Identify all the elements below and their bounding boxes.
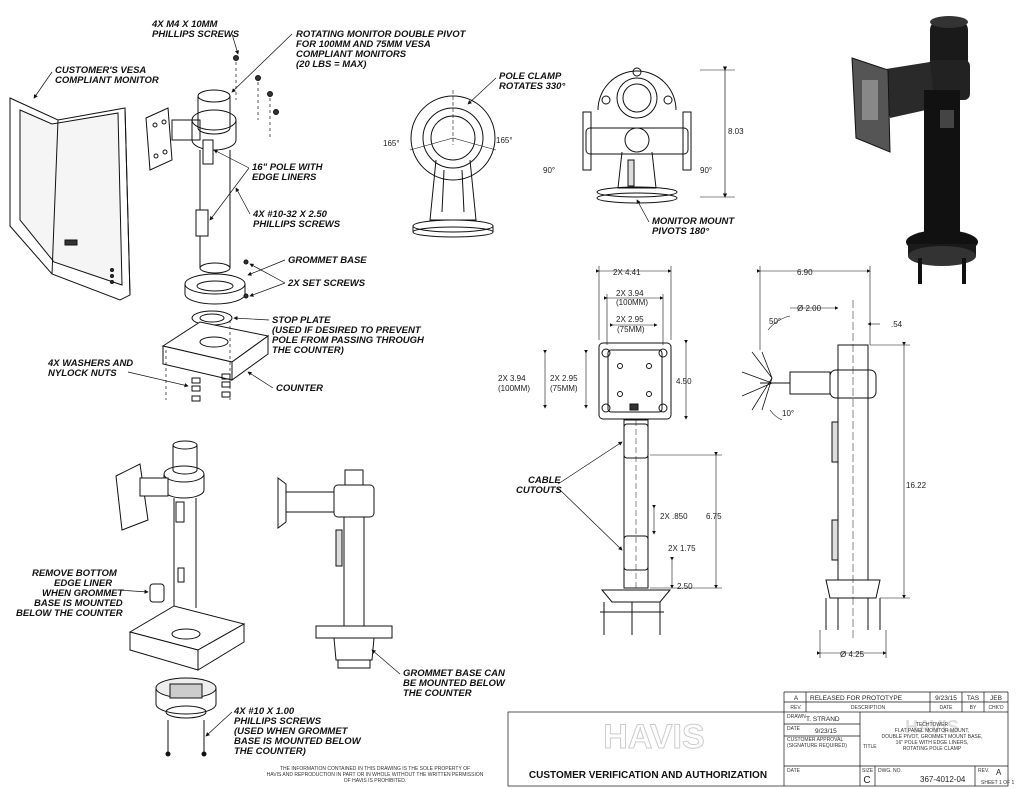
sheet-number: SHEET 1 OF 1 bbox=[981, 780, 1014, 786]
havis-logo-small: HAVIS bbox=[905, 717, 959, 737]
dim-height-1622: 16.22 bbox=[906, 481, 927, 490]
date-header: DATE bbox=[940, 705, 954, 711]
by-header: BY bbox=[970, 705, 977, 711]
front-orthographic-dims bbox=[543, 266, 722, 589]
dim-width-394: 2X 3.94 bbox=[616, 289, 644, 298]
side-orthographic-dims bbox=[757, 266, 910, 658]
title-block bbox=[507, 691, 1009, 787]
rev-date: 9/23/15 bbox=[935, 695, 957, 702]
assembled-iso-view bbox=[115, 440, 246, 671]
rev-value: A bbox=[794, 695, 799, 702]
approval-date-label: DATE bbox=[787, 768, 801, 774]
side-orthographic-view bbox=[741, 300, 881, 640]
front-orthographic-dim-labels: 2X 4.41 2X 3.94 (100MM) 2X 2.95 (75MM) 2… bbox=[498, 268, 722, 591]
isometric-render bbox=[851, 16, 978, 284]
rev-by: TAS bbox=[967, 695, 980, 702]
exploded-assembly-view bbox=[9, 55, 279, 402]
washers-nuts bbox=[191, 373, 231, 402]
size-label: SIZE bbox=[862, 768, 874, 774]
pole-exploded bbox=[195, 139, 231, 274]
dim-offset-54: .54 bbox=[891, 320, 903, 329]
drawn-by: T. STRAND bbox=[806, 716, 840, 723]
dim-cutout-175: 2X 1.75 bbox=[668, 544, 696, 553]
side-orthographic-dim-labels: 6.90 Ø 2.00 .54 50° 10° 16.22 Ø 4.25 bbox=[769, 268, 927, 659]
havis-logo: HAVIS bbox=[603, 718, 704, 756]
grommet-base-exploded bbox=[184, 273, 246, 305]
dim-width-394-mm: (100MM) bbox=[616, 298, 648, 307]
counter-block bbox=[161, 321, 270, 381]
dim-diameter-200: Ø 2.00 bbox=[797, 304, 822, 313]
dim-height-803: 8.03 bbox=[728, 127, 744, 136]
callout-counter: COUNTER bbox=[276, 383, 323, 394]
dim-diameter-425: Ø 4.25 bbox=[840, 650, 865, 659]
monitor-mount-front-view bbox=[582, 67, 692, 204]
pole-clamp-top-view bbox=[409, 90, 497, 238]
dim-height-295: 2X 2.95 bbox=[550, 374, 578, 383]
dim-width-441: 2X 4.41 bbox=[613, 268, 641, 277]
dim-height-450: 4.50 bbox=[676, 377, 692, 386]
size-value: C bbox=[863, 775, 870, 786]
rev-letter: A bbox=[996, 768, 1002, 777]
dim-angle-165-right: 165° bbox=[496, 136, 513, 145]
dim-height-250: 2.50 bbox=[677, 582, 693, 591]
dim-width-295-mm: (75MM) bbox=[617, 325, 645, 334]
desc-header: DESCRIPTION bbox=[851, 705, 886, 711]
dim-angle-10: 10° bbox=[782, 409, 794, 418]
front-orthographic-view bbox=[598, 342, 672, 635]
grommet-under-counter bbox=[155, 677, 217, 757]
dim-height-295-mm: (75MM) bbox=[550, 384, 578, 393]
dim-height-394-mm: (100MM) bbox=[498, 384, 530, 393]
dim-cutout-850: 2X .850 bbox=[660, 512, 688, 521]
dim-height-394: 2X 3.94 bbox=[498, 374, 526, 383]
confidential-notice: THE INFORMATION CONTAINED IN THIS DRAWIN… bbox=[267, 766, 484, 784]
rev-header: REV. bbox=[790, 705, 801, 711]
dim-angle-50: 50° bbox=[769, 317, 781, 326]
drawn-date-label: DATE bbox=[787, 726, 801, 732]
dim-width-690: 6.90 bbox=[797, 268, 813, 277]
customer-monitor-illustration bbox=[9, 97, 131, 301]
title-label: TITLE bbox=[863, 744, 877, 750]
rev-description: RELEASED FOR PROTOTYPE bbox=[810, 695, 903, 702]
callout-grommet-base: GROMMET BASE bbox=[288, 255, 367, 266]
dim-angle-165-left: 165° bbox=[383, 139, 400, 148]
callout-set-screws: 2X SET SCREWS bbox=[287, 278, 366, 289]
customer-verification-title: CUSTOMER VERIFICATION AND AUTHORIZATION bbox=[529, 770, 767, 781]
customer-approval-label: CUSTOMER APPROVAL(SIGNATURE REQUIRED) bbox=[787, 737, 847, 749]
drawn-date: 9/23/15 bbox=[815, 728, 837, 735]
dim-angle-90-right: 90° bbox=[700, 166, 712, 175]
chkd-header: CHK'D bbox=[988, 705, 1004, 711]
title-block-text: A RELEASED FOR PROTOTYPE 9/23/15 TAS JEB… bbox=[267, 695, 1015, 786]
dim-width-295: 2X 2.95 bbox=[616, 315, 644, 324]
side-view-bottom bbox=[277, 469, 393, 669]
dwg-no: 367-4012-04 bbox=[920, 775, 966, 784]
drawn-label: DRAWN bbox=[787, 714, 806, 720]
rev-chkd: JEB bbox=[990, 695, 1002, 702]
dwg-no-label: DWG. NO. bbox=[878, 768, 902, 774]
dim-angle-90-left: 90° bbox=[543, 166, 555, 175]
rev-label: REV. bbox=[978, 768, 989, 774]
dim-height-675: 6.75 bbox=[706, 512, 722, 521]
vesa-pivot-mount-exploded bbox=[145, 89, 237, 171]
